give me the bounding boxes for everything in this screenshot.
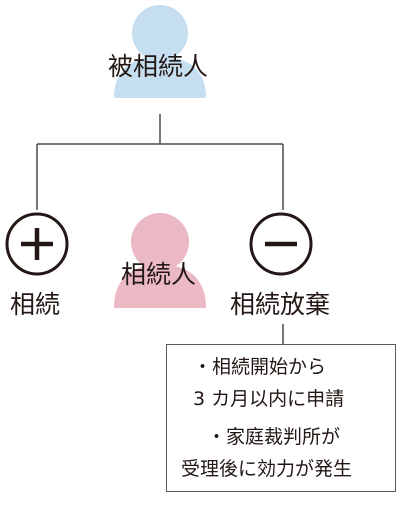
inherit-label: 相続 — [10, 290, 61, 319]
renunciation-note-box: ・相続開始から 3 カ月以内に申請 ・家庭裁判所が 受理後に効力が発生 — [166, 344, 396, 492]
minus-circle-icon — [249, 212, 313, 276]
decedent-label: 被相続人 — [108, 52, 209, 81]
heir-person-icon — [114, 213, 206, 308]
heir-label: 相続人 — [121, 260, 197, 289]
note-item-2-line-1: ・家庭裁判所が — [207, 426, 341, 448]
decedent-person-icon — [114, 5, 206, 98]
note-item-1-line-2: 3 カ月以内に申請 — [193, 388, 345, 410]
note-item-1-line-1: ・相続開始から — [193, 356, 327, 378]
renounce-label: 相続放棄 — [230, 290, 331, 319]
plus-circle-icon — [5, 212, 69, 276]
tree-connectors — [36, 114, 284, 344]
note-item-2-line-2: 受理後に効力が発生 — [181, 458, 353, 480]
